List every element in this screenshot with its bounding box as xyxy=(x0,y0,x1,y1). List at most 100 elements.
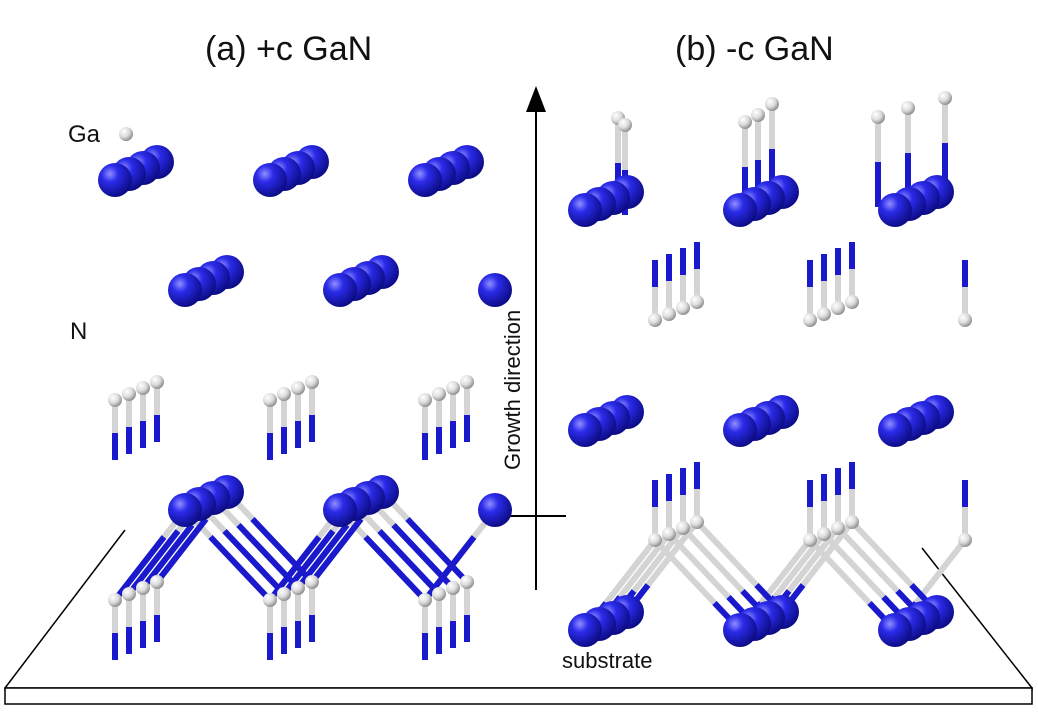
bond-segment-n xyxy=(208,534,273,603)
gallium-atom xyxy=(845,515,859,529)
nitrogen-atom xyxy=(168,493,202,527)
nitrogen-atom xyxy=(723,193,757,227)
gallium-atom xyxy=(122,587,136,601)
gallium-atom xyxy=(432,587,446,601)
bond-segment-ga xyxy=(913,537,968,606)
bond-segment-ga xyxy=(694,519,760,588)
growth-direction-arrow xyxy=(505,86,566,590)
nitrogen-atom xyxy=(568,413,602,447)
bond-segment-ga xyxy=(645,519,700,588)
gallium-atom xyxy=(690,515,704,529)
bond-segment-ga xyxy=(603,537,658,606)
nitrogen-atom xyxy=(478,493,512,527)
gallium-atom xyxy=(460,375,474,389)
gallium-atom xyxy=(958,533,972,547)
substrate-label: substrate xyxy=(562,648,653,673)
panel-a-title: (a) +c GaN xyxy=(205,30,373,68)
bond-segment-ga xyxy=(631,525,686,594)
bond-segment-n xyxy=(363,534,428,603)
gallium-atom xyxy=(738,115,752,129)
nitrogen-atom xyxy=(323,493,357,527)
bond-segment-n xyxy=(391,522,456,591)
bond-segment-ga xyxy=(758,537,813,606)
bond-segment-ga xyxy=(800,519,855,588)
bond-segment-n xyxy=(377,528,442,597)
bond-segment-n xyxy=(236,522,301,591)
gallium-atom xyxy=(817,527,831,541)
gallium-atom xyxy=(845,295,859,309)
arrow-head xyxy=(526,86,546,112)
nitrogen-atom xyxy=(723,613,757,647)
bond-segment-ga xyxy=(786,525,841,594)
gallium-atom xyxy=(305,575,319,589)
substrate xyxy=(4,529,1033,705)
bond-segment-n xyxy=(309,517,364,584)
gallium-atom xyxy=(277,387,291,401)
nitrogen-atom xyxy=(878,193,912,227)
gallium-atom xyxy=(938,91,952,105)
gallium-atom xyxy=(751,108,765,122)
gallium-atom xyxy=(446,581,460,595)
bond-segment-n xyxy=(222,528,287,597)
bond-segment-n xyxy=(154,517,209,584)
nitrogen-atom xyxy=(478,273,512,307)
gallium-atom xyxy=(263,393,277,407)
nitrogen-atom xyxy=(168,273,202,307)
gallium-atom xyxy=(901,101,915,115)
bond-segment-ga xyxy=(680,525,746,594)
bond-segment-n xyxy=(250,516,315,585)
substrate-left-edge xyxy=(4,529,126,689)
panel-b-title: (b) -c GaN xyxy=(675,30,834,68)
gallium-atom xyxy=(418,593,432,607)
gallium-atom xyxy=(648,533,662,547)
gallium-atom xyxy=(136,381,150,395)
bond-segment-n xyxy=(126,529,181,596)
bond-segment-ga xyxy=(849,519,915,588)
gallium-atom xyxy=(291,381,305,395)
gallium-atom xyxy=(662,307,676,321)
growth-direction-label: Growth direction xyxy=(500,309,525,470)
bond-segment-n xyxy=(405,516,470,585)
gallium-atom xyxy=(432,387,446,401)
nitrogen-atom xyxy=(408,163,442,197)
gallium-atom xyxy=(460,575,474,589)
gallium-atom xyxy=(122,387,136,401)
gallium-atom xyxy=(831,521,845,535)
gallium-atom xyxy=(803,533,817,547)
nitrogen-atom xyxy=(253,163,287,197)
gallium-atom xyxy=(108,593,122,607)
gallium-atom xyxy=(662,527,676,541)
bond-segment-ga xyxy=(835,525,901,594)
plus-c-gan-bonds xyxy=(112,379,498,660)
gallium-label: Ga xyxy=(68,121,101,148)
gallium-atom xyxy=(618,118,632,132)
gallium-atom xyxy=(119,127,133,141)
substrate-front-face xyxy=(4,687,1033,705)
gallium-atom xyxy=(150,575,164,589)
gallium-atom xyxy=(291,581,305,595)
gallium-atom xyxy=(108,393,122,407)
gallium-atom xyxy=(817,307,831,321)
gallium-atom xyxy=(446,381,460,395)
nitrogen-atom xyxy=(878,413,912,447)
bond-segment-ga xyxy=(772,531,827,600)
bond-segment-n xyxy=(112,535,167,602)
nitrogen-atom xyxy=(98,163,132,197)
nitrogen-atom xyxy=(323,273,357,307)
gallium-atom xyxy=(871,110,885,124)
gallium-atom xyxy=(418,393,432,407)
gallium-atom xyxy=(305,375,319,389)
bond-segment-n xyxy=(140,523,195,590)
gallium-atom xyxy=(676,521,690,535)
nitrogen-atom xyxy=(878,613,912,647)
plus-c-gan-atoms xyxy=(98,127,512,607)
gallium-atom xyxy=(648,313,662,327)
nitrogen-atom xyxy=(568,613,602,647)
gallium-atom xyxy=(136,581,150,595)
gallium-atom xyxy=(831,301,845,315)
nitrogen-label: N xyxy=(70,318,88,345)
gallium-atom xyxy=(765,97,779,111)
nitrogen-atom xyxy=(568,193,602,227)
